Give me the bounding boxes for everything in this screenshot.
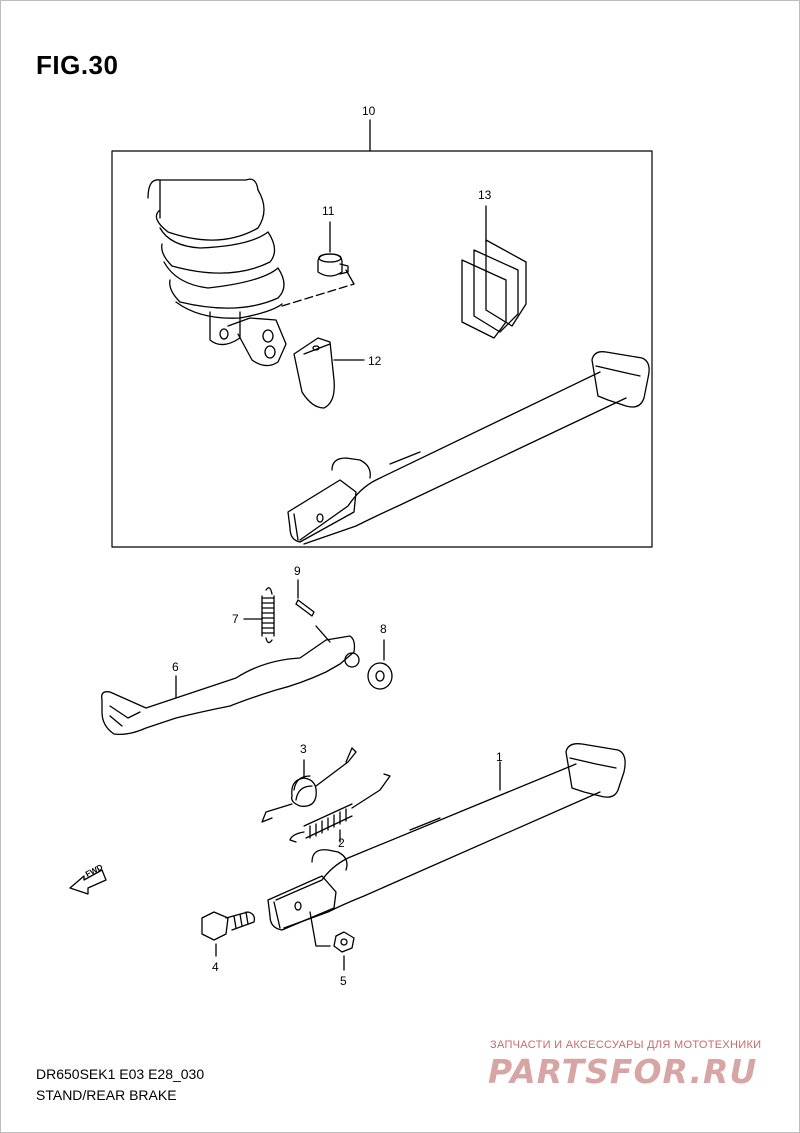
forward-arrow-icon	[69, 869, 107, 895]
callout-10[interactable]: 10	[362, 104, 376, 118]
pin-part-9[interactable]	[295, 579, 315, 617]
callout-9[interactable]: 9	[294, 564, 301, 578]
callout-4[interactable]: 4	[212, 960, 219, 974]
spring-part-7[interactable]	[243, 587, 275, 644]
cap-part-11[interactable]	[317, 221, 349, 277]
callout-12[interactable]: 12	[368, 354, 382, 368]
side-stand-part-1[interactable]	[267, 743, 626, 931]
brake-pedal-part-6[interactable]	[101, 625, 360, 736]
washer-part-8[interactable]	[367, 639, 393, 690]
callout-1[interactable]: 1	[496, 750, 503, 764]
callout-8[interactable]: 8	[380, 622, 387, 636]
callout-3[interactable]: 3	[300, 742, 307, 756]
section-name: STAND/REAR BRAKE	[36, 1087, 177, 1103]
spring-part-3[interactable]	[261, 747, 357, 823]
callout-2[interactable]: 2	[338, 836, 345, 850]
callout-5[interactable]: 5	[340, 974, 347, 988]
callout-7[interactable]: 7	[232, 612, 239, 626]
figure-title: FIG.30	[36, 50, 119, 80]
watermark-tagline: ЗАПЧАСТИ И АКСЕССУАРЫ ДЛЯ МОТОТЕХНИКИ	[490, 1039, 762, 1051]
bracket-part-12[interactable]	[293, 337, 365, 409]
bolt-part-4[interactable]	[201, 911, 256, 957]
kit-box	[111, 119, 653, 548]
pads-part-13[interactable]	[461, 205, 527, 339]
watermark-logo: PARTSFOR.RU	[488, 1052, 758, 1091]
spring-part-2[interactable]	[289, 773, 391, 843]
callout-6[interactable]: 6	[172, 660, 179, 674]
callout-13[interactable]: 13	[478, 188, 492, 202]
callout-11[interactable]: 11	[322, 204, 335, 218]
nut-part-5[interactable]	[309, 911, 355, 971]
kit-side-stand[interactable]	[287, 351, 650, 545]
model-code: DR650SEK1 E03 E28_030	[36, 1066, 205, 1082]
shock-absorber-drawing[interactable]	[147, 178, 355, 367]
